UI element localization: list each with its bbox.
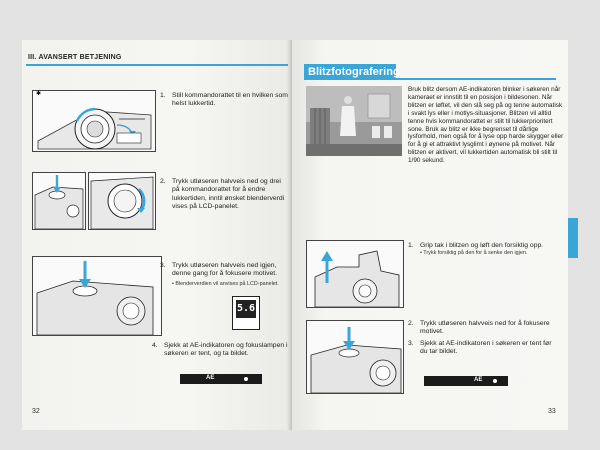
step-number: 2. — [408, 320, 414, 327]
page-number-right: 33 — [548, 408, 556, 415]
step-3-note: • Blenderverdien vil anvises på LCD-pane… — [172, 281, 279, 287]
step-2: 2. Trykk utløseren halvveis ned og drei … — [160, 178, 288, 238]
indicator-dot-icon — [493, 379, 497, 383]
step-text: Trykk utløseren halvveis ned og drei på … — [172, 178, 285, 211]
illustration-focus-press — [32, 256, 162, 336]
step-number: 2. — [160, 178, 166, 185]
step-3: 3. Trykk utløseren halvveis ned igjen, d… — [160, 262, 288, 292]
bulb-icon: ✱ — [36, 91, 42, 97]
lcd-value: 5.6 — [236, 300, 256, 318]
step-text: Trykk utløseren halvveis ned for å fokus… — [420, 320, 550, 336]
step-number: 3. — [160, 262, 166, 269]
flash-step-1: 1. Grip tak i blitzen og løft den forsik… — [408, 242, 558, 256]
ae-label: AE — [474, 377, 483, 383]
step-text: Still kommandorattet til en hvilken som … — [172, 92, 288, 108]
step-text: Sjekk at AE-indikatoren i søkeren er ten… — [420, 340, 552, 356]
step-text: Trykk utløseren halvveis ned igjen, denn… — [172, 262, 278, 278]
flash-room-photo — [306, 86, 402, 156]
step-number: 1. — [408, 242, 414, 249]
illustration-shutter-focus — [306, 320, 404, 394]
step-4: 4. Sjekk at AE-indikatoren og fokuslampe… — [152, 342, 288, 378]
step-1: 1. Still kommandorattet til en hvilken s… — [160, 92, 288, 132]
focus-lamp-icon — [244, 377, 248, 381]
page-title: Blitzfotografering — [304, 64, 400, 80]
flash-step-2: 2. Trykk utløseren halvveis ned for å fo… — [408, 320, 558, 342]
lcd-panel-illustration: 5.6 — [232, 296, 260, 330]
step-number: 4. — [152, 342, 158, 349]
flash-step-3: 3. Sjekk at AE-indikatoren i søkeren er … — [408, 340, 558, 362]
flash-step-1-note: • Trykk forsiktig på den for å senke den… — [420, 250, 528, 256]
step-number: 3. — [408, 340, 414, 347]
ae-label: AE — [206, 375, 215, 381]
chapter-tab-marker — [568, 218, 578, 258]
page-number-left: 32 — [32, 408, 40, 415]
section-title: III. AVANSERT BETJENING — [28, 54, 122, 61]
step-number: 1. — [160, 92, 166, 99]
illustration-command-dial — [88, 172, 156, 230]
flash-intro-text: Bruk blitz dersom AE-indikatoren blinker… — [408, 86, 564, 165]
illustration-mode-dial — [32, 90, 156, 152]
step-text: Grip tak i blitzen og løft den forsiktig… — [420, 242, 544, 249]
left-page: III. AVANSERT BETJENING ✱ — [22, 40, 292, 430]
ae-indicator-bar: AE — [180, 374, 262, 384]
step-text: Sjekk at AE-indikatoren og fokuslampen i… — [164, 342, 288, 358]
header-rule — [26, 64, 288, 66]
title-rule — [304, 78, 556, 80]
right-page: Blitzfotografering Bruk blitz dersom AE-… — [292, 40, 568, 430]
illustration-raise-flash — [306, 240, 404, 308]
ae-indicator-bar: AE — [424, 376, 508, 386]
illustration-shutter-press — [32, 172, 86, 230]
